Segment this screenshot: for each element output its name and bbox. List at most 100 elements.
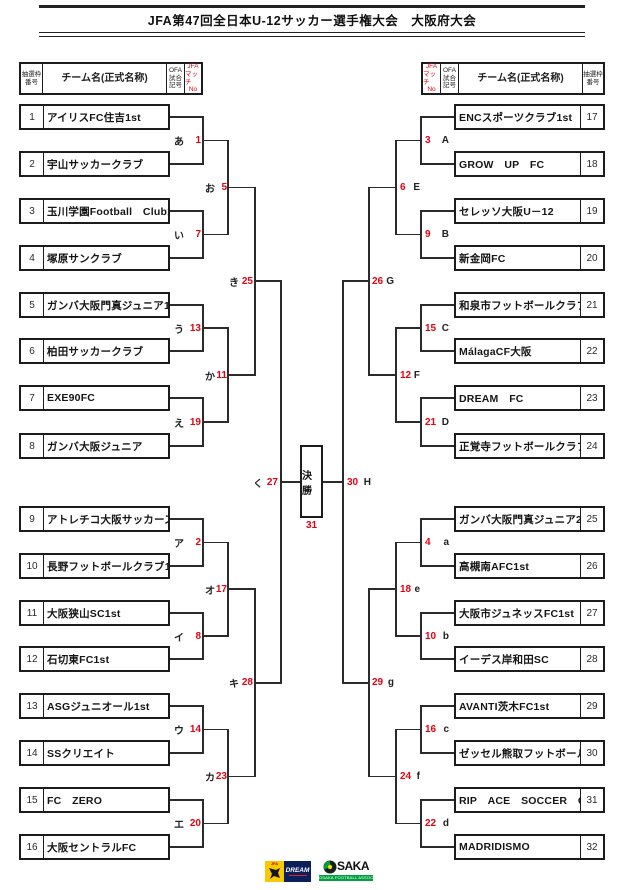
match-code: a [443,537,449,548]
bracket-line [421,705,454,707]
team-name: ENCスポーツクラブ1st [459,111,573,124]
team-draw-number: 20 [580,247,603,269]
match-code: え [174,418,184,430]
match-code: C [441,322,449,334]
bracket-line [421,116,454,118]
bracket-line [396,541,421,544]
left-header-team-name: チーム名(正式名称) [42,64,166,93]
match-jfa-number: 25 [241,275,253,287]
match-jfa-number: 27 [266,476,278,488]
team-draw-number: 31 [580,789,603,811]
bracket-line [396,635,421,637]
bracket-line [203,635,228,637]
bracket-line [227,541,229,637]
bracket-line [170,799,203,801]
match-code: く [253,478,263,490]
team-draw-number: 27 [580,602,603,624]
jfa-dream-logo: JFA DREAM [265,861,311,882]
bracket-line [323,481,343,483]
match-code: あ [174,137,184,148]
team-box: 9アトレチコ大阪サッカースクール [19,506,170,532]
match-jfa-number: 23 [215,771,227,782]
jfa-crest-icon: JFA [265,861,284,882]
bracket-line [227,139,229,236]
bracket-line [228,588,255,591]
team-name: ガンバ大阪ジュニア [47,440,143,453]
bracket-line [396,728,421,731]
right-header-team-name: チーム名(正式名称) [458,64,582,93]
tournament-title: JFA第47回全日本U-12サッカー選手権大会 大阪府大会 [147,14,477,28]
team-name: 宇山サッカークラブ [47,158,144,171]
team-draw-number: 7 [21,387,44,409]
bracket-line [421,752,454,754]
bracket-line [421,257,454,259]
match-jfa-number: 18 [400,583,412,595]
bracket-line [170,116,203,118]
team-name: 大阪狭山SC1st [47,607,121,620]
bracket-line [369,775,396,778]
bracket-line [421,163,454,165]
bracket-line [202,116,204,165]
match-label: え 19 [174,415,201,430]
team-draw-number: 12 [21,648,44,670]
team-draw-number: 5 [21,294,44,316]
team-name: 長野フットボールクラブ1st [47,560,168,573]
team-name: 新金岡FC [459,252,506,265]
right-header-ofa: OFA 試合 記号 [440,64,458,93]
left-header-draw-no: 抽選枠 番号 [21,70,42,86]
match-jfa-number: 20 [189,818,201,829]
dream-panel: DREAM [284,861,311,882]
match-code: き [229,277,239,289]
left-header-ofa: OFA 試合 記号 [166,64,184,93]
team-draw-number: 15 [21,789,44,811]
bracket-line [170,445,203,447]
osaka-fa-caption: OSAKA FOOTBALL ASSOCIATION [319,875,373,881]
team-draw-number: 18 [580,153,603,175]
match-jfa-number: 19 [189,416,201,428]
match-jfa-number: 5 [221,182,227,193]
bracket-line [421,658,454,660]
team-draw-number: 1 [21,106,44,128]
team-name: 塚原サンクラブ [47,252,122,265]
match-code: f [416,771,420,782]
match-jfa-number: 15 [425,322,437,334]
bracket-line [202,705,204,754]
match-jfa-number: 26 [372,275,384,287]
match-code: E [413,182,420,193]
bracket-line [203,139,228,142]
team-draw-number: 3 [21,200,44,222]
team-name: EXE90FC [47,392,96,404]
bracket-line [396,421,421,423]
match-code: A [441,135,449,146]
match-code: エ [174,820,184,831]
bracket-line [170,397,203,399]
bracket-line [281,481,300,483]
team-draw-number: 22 [580,340,603,362]
bracket-line [170,705,203,707]
bracket-line [203,728,228,731]
bracket-line [421,518,454,520]
team-draw-number: 30 [580,742,603,764]
bracket-line [343,280,369,283]
match-jfa-number: 29 [372,677,384,689]
bracket-line [228,775,255,778]
yatagarasu-bird-icon [269,868,280,879]
